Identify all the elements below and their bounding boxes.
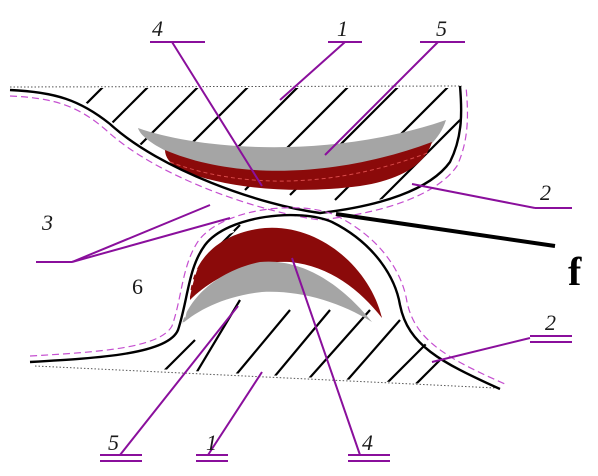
label-bottom-5: 5 <box>108 430 119 455</box>
lower-boundary-film <box>29 207 506 385</box>
label-bottom-4: 4 <box>362 430 373 455</box>
upper-red-dashes <box>169 151 431 182</box>
label-top-4: 4 <box>152 16 163 41</box>
lower-surface-dashes <box>181 220 395 329</box>
upper-boundary-film <box>9 85 469 221</box>
lower-boundary-dotted <box>34 365 497 389</box>
label-right-2-lower: 2 <box>545 310 556 335</box>
lower-gray-crescent <box>182 261 372 324</box>
label-zone-6: 6 <box>132 274 143 299</box>
upper-body <box>9 85 469 221</box>
leader-lines <box>36 41 572 462</box>
label-top-1: 1 <box>337 16 348 41</box>
lower-body <box>29 207 506 391</box>
lower-surface <box>29 213 501 391</box>
label-left-3: 3 <box>41 210 53 235</box>
label-force-f: f <box>568 249 582 294</box>
upper-surface <box>9 85 463 215</box>
label-bottom-1: 1 <box>206 430 217 455</box>
lower-red-crescent <box>190 227 382 318</box>
label-right-2-upper: 2 <box>540 180 551 205</box>
labels: 4 1 5 2 3 f 6 2 5 1 4 <box>41 16 582 455</box>
label-top-5: 5 <box>436 16 447 41</box>
force-arrow <box>335 212 556 248</box>
